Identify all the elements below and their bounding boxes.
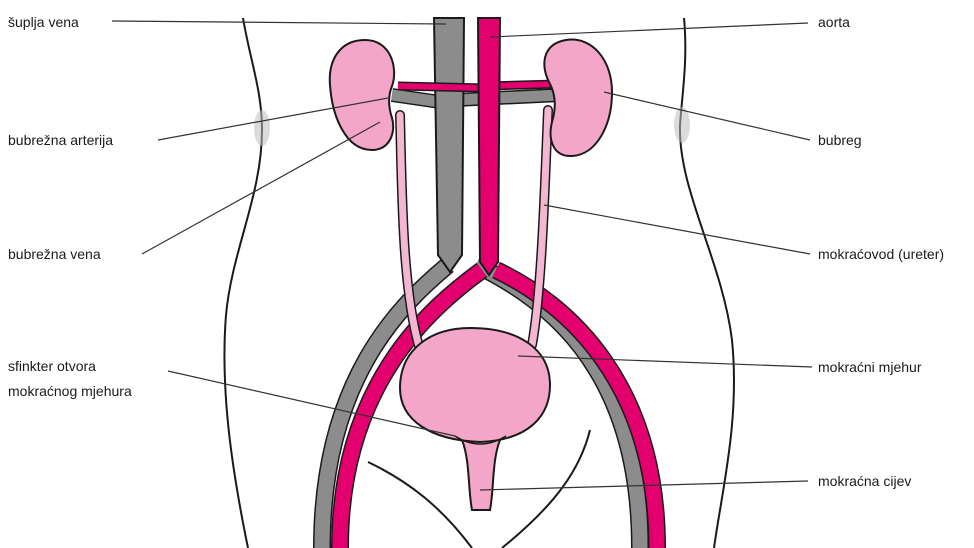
groin-left-line xyxy=(368,462,472,548)
leader-aorta xyxy=(490,23,808,37)
leader-vena-cava xyxy=(112,21,446,24)
label-ureter: mokraćovod (ureter) xyxy=(818,244,944,264)
renal-veins xyxy=(392,95,560,102)
right-kidney xyxy=(544,40,612,156)
leader-kidney xyxy=(604,92,810,140)
label-kidney: bubreg xyxy=(818,130,862,150)
label-urethra: mokraćna cijev xyxy=(818,471,911,491)
bladder xyxy=(400,328,550,442)
urethra xyxy=(462,440,500,510)
label-vena-cava: šuplja vena xyxy=(8,12,79,32)
body-shading xyxy=(254,107,690,146)
leader-bladder xyxy=(518,356,812,367)
vena-cava xyxy=(434,18,464,272)
torso-left-edge xyxy=(224,18,262,548)
label-sphincter-line1: sfinkter otvora xyxy=(8,356,96,376)
vena-cava-body xyxy=(434,18,464,272)
right-renal-vein-fill xyxy=(455,95,560,100)
left-renal-artery-fill xyxy=(398,86,485,88)
bladder-group xyxy=(400,328,550,510)
leader-ureter xyxy=(544,205,810,254)
aorta xyxy=(478,18,500,275)
left-renal-vein-fill xyxy=(392,95,440,102)
left-kidney xyxy=(330,40,394,150)
shading-right xyxy=(674,107,690,143)
shading-left xyxy=(254,110,270,146)
aorta-body xyxy=(478,18,500,275)
torso-right-edge xyxy=(680,18,734,548)
label-renal-artery: bubrežna arterija xyxy=(8,130,113,150)
label-bladder: mokraćni mjehur xyxy=(818,357,921,377)
label-renal-vein: bubrežna vena xyxy=(8,244,101,264)
label-aorta: aorta xyxy=(818,12,850,32)
label-sphincter-line2: mokraćnog mjehura xyxy=(8,381,132,401)
